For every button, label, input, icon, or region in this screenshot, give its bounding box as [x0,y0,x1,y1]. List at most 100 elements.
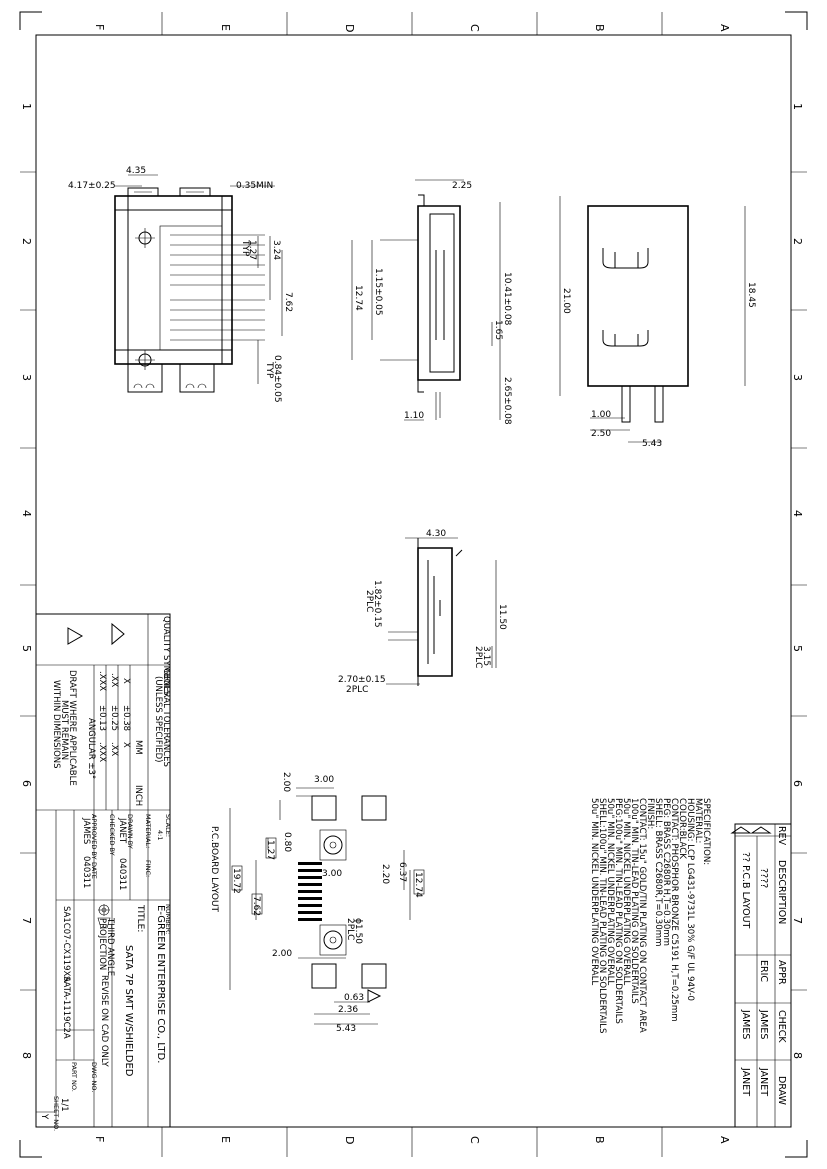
col-label: F [93,24,106,30]
dim-label: 12.74 [353,285,363,311]
angular-tol: ANGULAR ±3° [86,718,96,779]
drawn-by: JANET [117,817,127,844]
row-label: 5 [791,645,804,652]
dim-label: 2.70±0.15 [338,675,386,685]
dim-label: 6.37 [397,862,407,882]
column-labels: F E D C B A F E D C B A [93,24,731,1144]
dim-label: 3.00 [314,775,334,785]
third-angle-projection-icon [97,904,111,929]
quality-symbols-title: QUALITY SYMBOLS [161,616,171,695]
dim-label: 5.43 [642,439,662,449]
dwg-number: SATA-1119C2A [61,976,71,1039]
row-label: 8 [20,1052,33,1059]
spec-line: HOUSING: LCP LG431-9731L 30% G/F UL 94V-… [685,798,695,1001]
drawn-date: 040311 [117,858,127,890]
col-label: C [468,1136,481,1144]
rev-check: JAMES [740,1009,751,1039]
tol-sub: (UNLESS SPECIFIED) [153,676,163,762]
spec-line: 50u" MIN. NICKEL UNDERPLATING OVERALL [621,798,631,985]
rev-appr: ERIC [758,960,769,982]
revise-note: REVISE ON CAD ONLY [99,975,109,1067]
spec-line: CONTACT: PHOSPHOR BRONZE C5191 H,T=0.25m… [669,798,679,1022]
dim-label: 0.35MIN [236,181,273,191]
front-view: 21.00 18.45 1.00 2.50 5.43 [559,196,756,449]
row-label: 3 [791,374,804,381]
row-label: 1 [791,103,804,110]
projection: THIRD ANGLE [105,917,115,976]
dim-label: 1.65 [493,320,503,340]
dim-label: 1.27 [247,240,257,260]
col-label: D [343,1136,356,1144]
spec-line: COLOR:BLACK [677,798,687,859]
dim-label: 5.43 [336,1024,356,1034]
scale-value: 4:1 [156,830,164,840]
spec-line: SHELL:100u" MIN. TIN-LEAD PLATING ON SOL… [597,798,607,1034]
dim-label: 12.74 [413,872,423,898]
rev-desc: ???? [758,868,769,888]
tol-title: GENERAL TOLERANCES [161,668,171,767]
row-label: 2 [791,238,804,245]
draft-note: MUST REMAIN [59,700,69,760]
rev-header: APPR [776,960,787,985]
row-label: 3 [20,374,33,381]
row-label: 5 [20,645,33,652]
end-view: 4.30 1.82±0.15 2PLC 11.50 3.15 2PLC 2.70… [338,529,507,695]
dim-label: 2PLC [346,685,368,695]
draft-note: DRAFT WHERE APPLICABLE [67,670,77,786]
tol-cell: X [121,742,131,748]
dwg-label: DWG NO. [90,1062,98,1092]
spec-line: 100u" MIN. TIN-LEAD PLATING ON SOLDERTAI… [629,798,639,1004]
dim-label: 7.62 [251,896,261,916]
tol-cell: .XXX [97,671,107,691]
title-block: QUALITY SYMBOLS GENERAL TOLERANCES (UNLE… [35,613,172,1131]
row-label: 7 [791,917,804,924]
row-label: 4 [20,510,33,517]
dim-label: 1.15±0.05 [373,268,383,316]
col-label: F [93,1136,106,1142]
drawing-title: SATA 7P SMT W/SHIELDED [123,945,134,1077]
row-labels: 1 2 3 4 5 6 7 8 1 2 3 4 5 6 7 8 [20,103,804,1059]
dim-label: 18.45 [746,282,756,308]
pcb-layout: P.C.BOARD LAYOUT 2.00 3.00 0.80 1.27 3.0… [209,772,425,1034]
row-label: 6 [791,780,804,787]
title-label: TITLE: [135,904,145,932]
dim-label: 2PLC [345,918,355,940]
dim-label: 2.00 [272,949,292,959]
col-label: E [219,1136,232,1143]
company-name: E-GREEN ENTERPRISE CO., LTD. [155,905,166,1063]
tol-cell: .XXX [97,742,107,762]
dim-label: 2PLC [364,590,374,612]
checked-date: 040311 [81,856,91,888]
dim-label: 1.27 [265,840,275,860]
col-label: E [219,24,232,31]
spec-line: SPECIFICATION: [701,798,711,865]
tol-cell: MM [133,740,143,755]
tol-cell: .XX [109,673,119,688]
spec-line: SHELL: BRASS C2680R,T=0.30mm [653,798,663,947]
spec-line: PEG:100u" MIN. TIN-LEAD PLATING ON SOLDE… [613,798,623,1024]
dim-label: 11.50 [497,604,507,630]
rev-header: DESCRIPTION [776,860,787,924]
checked-label: CHECKED BY [108,814,116,856]
sheet-frame [19,11,808,1158]
col-label: A [718,1136,731,1144]
row-label: 1 [20,103,33,110]
dim-label: 0.80 [282,832,292,852]
tol-cell: X [121,678,131,684]
dim-label: TYP [264,361,274,379]
rev-header: CHECK [776,1010,787,1043]
part-number: SA1C07-CX119XA [61,906,71,982]
part-label: PART NO. [70,1062,78,1092]
draft-note: WITHIN DIMENSIONS [51,680,61,769]
dim-label: 2.36 [338,1005,358,1015]
scale-label: SCALE: [164,814,172,837]
tol-cell: ±0.25 [109,705,119,731]
side-view: 2.25 12.74 1.15±0.05 10.41±0.08 1.65 2.6… [351,179,512,425]
dim-label: 2.25 [452,181,472,191]
rev-header: DRAW [776,1076,787,1106]
spec-line: CONTACT: 15u" GOLD/TIN PLATING ON CONTAC… [637,798,647,1033]
rev-draw: JANET [758,1067,769,1096]
spec-line: FINISH: [645,798,655,829]
dim-label: 2.00 [281,772,291,792]
spec-line: 50u" MIN. NICKEL UNDERPLATING OVERALL [605,798,615,985]
